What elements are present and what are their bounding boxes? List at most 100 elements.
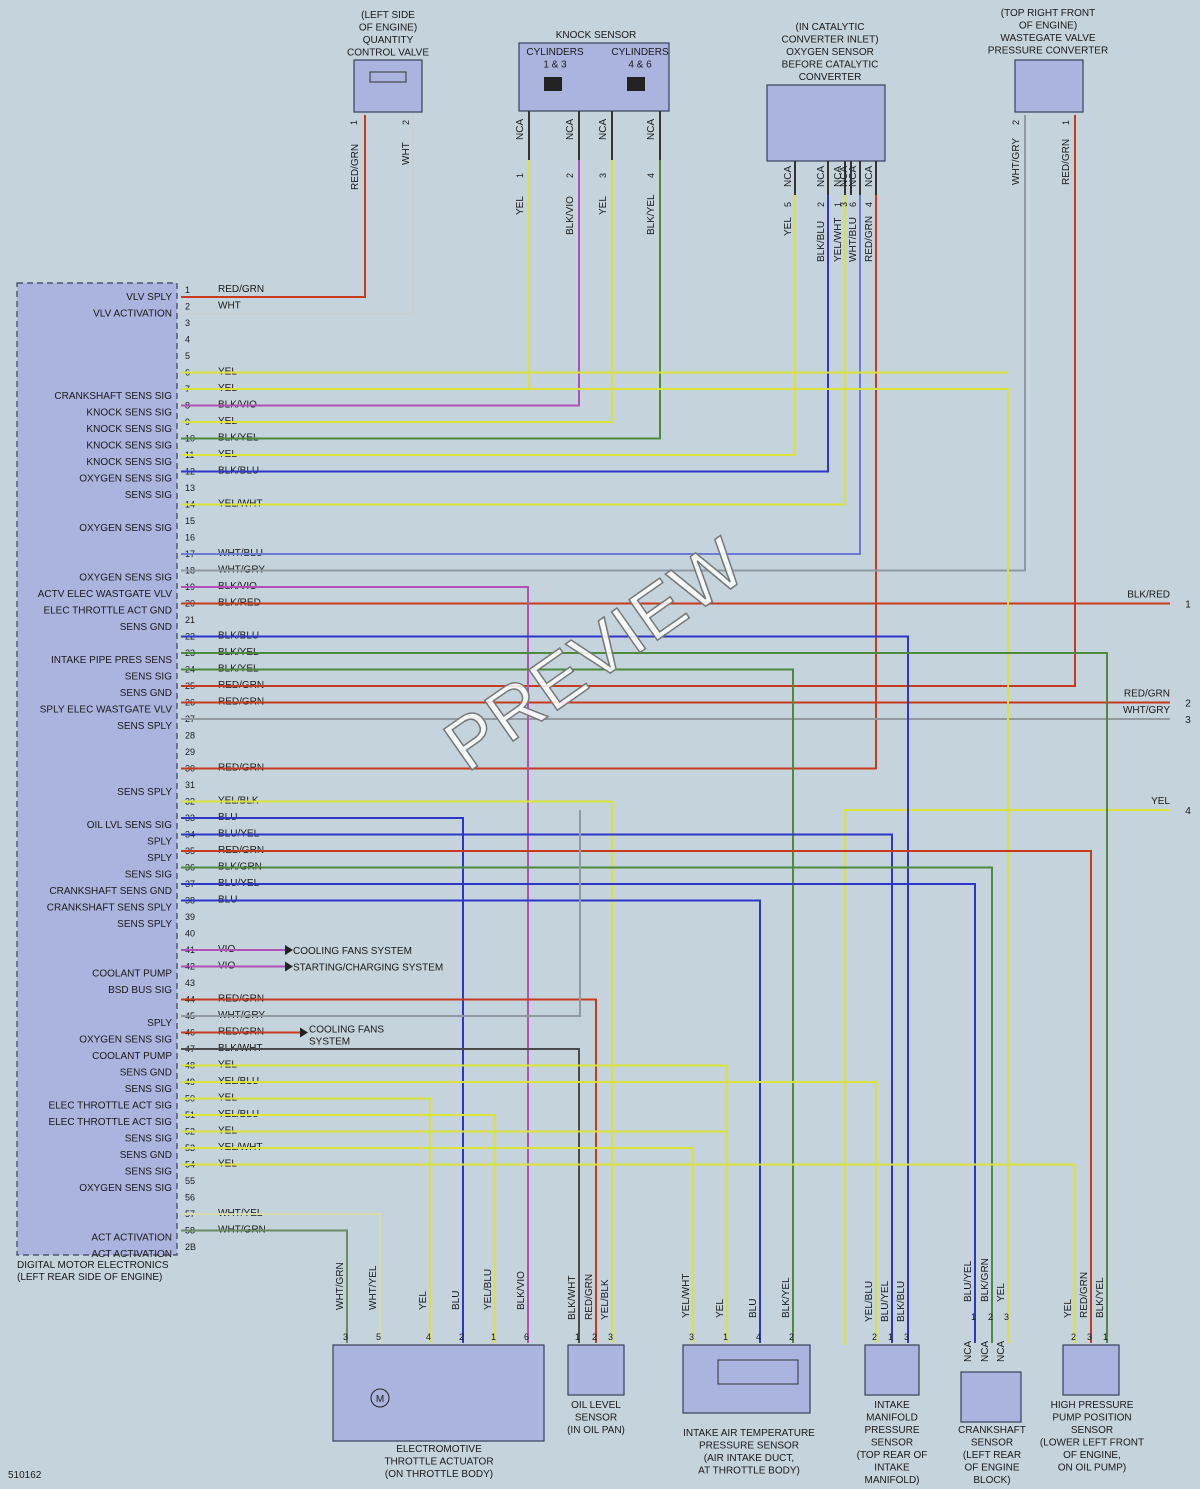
wire-red-grn-1 xyxy=(181,115,366,298)
wire-label: YEL/BLU xyxy=(483,1269,494,1310)
ecu-pin-function: ACT ACTIVATION xyxy=(91,1233,172,1244)
arrow-head-icon xyxy=(285,945,293,955)
ecu-pin-number: 3 xyxy=(185,318,190,328)
wire-label: BLK/YEL xyxy=(646,194,657,235)
knock-sensor-title: KNOCK SENSOR xyxy=(556,30,637,41)
pin-number: 3 xyxy=(1004,1312,1009,1322)
ecu-pin-function: SENS SPLY xyxy=(117,919,172,930)
map-wire xyxy=(181,833,893,1343)
qty-valve-caption: OF ENGINE) xyxy=(359,23,417,34)
ecu-pin-function: OXYGEN SENS SIG xyxy=(79,523,172,534)
wire-label: BLK/YEL xyxy=(1095,1277,1106,1318)
crank-wire xyxy=(181,866,993,1343)
pin-number: 3 xyxy=(689,1332,694,1342)
wire-label: YEL xyxy=(996,1283,1007,1302)
pin-number: 2 xyxy=(1071,1332,1076,1342)
ecu-pin-number: 56 xyxy=(185,1193,195,1203)
map-caption: MANIFOLD) xyxy=(865,1475,920,1486)
ecu-pin-function: VLV ACTIVATION xyxy=(93,309,172,320)
map-caption: INTAKE xyxy=(874,1400,910,1411)
wire-label: RED/GRN xyxy=(1079,1272,1090,1318)
ecu-pin-function: OIL LVL SENS SIG xyxy=(87,820,172,831)
ecu-pin-number: 15 xyxy=(185,516,195,526)
ecu-pin-function: ELEC THROTTLE ACT SIG xyxy=(48,1101,172,1112)
nca-label: NCA xyxy=(980,1341,991,1362)
pin-number: 4 xyxy=(864,202,874,207)
motor-icon xyxy=(370,1388,390,1408)
throttle-wire xyxy=(181,586,529,1343)
arrow-text: COOLING FANS SYSTEM xyxy=(293,946,412,957)
wastegate-caption: PRESSURE CONVERTER xyxy=(988,46,1108,57)
crank-wire xyxy=(181,388,1009,1343)
ecu-pin-function: KNOCK SENS SIG xyxy=(86,441,172,452)
ecu-pin-number: 29 xyxy=(185,747,195,757)
iat-wire xyxy=(181,668,794,1343)
external-ref: 2 xyxy=(1185,699,1191,710)
motor-label: M xyxy=(376,1394,384,1405)
knock-cyl-a: CYLINDERS xyxy=(526,47,584,58)
knock-wire xyxy=(181,160,613,423)
ecu-wire-label: WHT xyxy=(218,301,241,312)
wire-label: BLU xyxy=(748,1299,759,1318)
ecu-pin-function: SENS SIG xyxy=(125,672,172,683)
pin-number: 6 xyxy=(848,202,858,207)
wire-red-grn-25 xyxy=(181,115,1076,687)
wire-wht-2 xyxy=(181,115,414,315)
wire-label: YEL/BLU xyxy=(864,1281,875,1322)
o2-wire xyxy=(181,195,877,770)
pin-number: 1 xyxy=(723,1332,728,1342)
knock-wire xyxy=(181,160,580,407)
ecu-pin-number: 5 xyxy=(185,351,190,361)
ecu-box xyxy=(16,282,178,1256)
ecu-pin-function: OXYGEN SENS SIG xyxy=(79,474,172,485)
hpp-caption: OF ENGINE, xyxy=(1063,1450,1121,1461)
crank-caption: OF ENGINE xyxy=(964,1463,1019,1474)
ecu-pin-function: ACTV ELEC WASTGATE VLV xyxy=(38,589,173,600)
wire-label: YEL xyxy=(715,1299,726,1318)
crank-wire xyxy=(181,883,976,1343)
knock-cyl-b: CYLINDERS xyxy=(611,47,669,58)
ecu-pin-function: SPLY xyxy=(147,853,172,864)
ecu-pin-number: 31 xyxy=(185,780,195,790)
pin-number: 1 xyxy=(1061,120,1071,125)
ecu-pin-function: SENS SIG xyxy=(125,1167,172,1178)
ecu-pin-function: ELEC THROTTLE ACT SIG xyxy=(48,1117,172,1128)
crank-caption: (LEFT REAR xyxy=(963,1450,1021,1461)
wastegate-caption: WASTEGATE VALVE xyxy=(1000,33,1096,44)
wire-label: YEL xyxy=(1063,1299,1074,1318)
wire-label: YEL/WHT xyxy=(833,218,844,262)
o2-caption: CONVERTER INLET) xyxy=(781,35,878,46)
o2-caption: OXYGEN SENSOR xyxy=(786,47,874,58)
o2-caption: BEFORE CATALYTIC xyxy=(782,60,879,71)
map-wire xyxy=(181,1081,877,1343)
wire-label: BLU/YEL xyxy=(963,1260,974,1302)
ecu-pin-number: 40 xyxy=(185,929,195,939)
pin-number: 2 xyxy=(592,1332,597,1342)
knock-cyl-b: 4 & 6 xyxy=(628,60,652,71)
wire-label: RED/GRN xyxy=(1061,139,1072,185)
wire-label: WHT/GRN xyxy=(335,1262,346,1310)
map-caption: INTAKE xyxy=(874,1463,910,1474)
arrow-head-icon xyxy=(285,961,293,972)
oil-level-sensor-box xyxy=(567,1344,625,1396)
nca-label: NCA xyxy=(565,119,576,140)
ecu-pin-function: SENS SIG xyxy=(125,1084,172,1095)
nca-label: NCA xyxy=(963,1341,974,1362)
ecu-pin-function: BSD BUS SIG xyxy=(108,985,172,996)
iat-caption: PRESSURE SENSOR xyxy=(699,1441,799,1452)
ecu-pin-function: ACT ACTIVATION xyxy=(91,1249,172,1260)
throttle-wire xyxy=(181,1229,348,1343)
hpp-caption: SENSOR xyxy=(1071,1425,1113,1436)
ecu-wire-label: RED/GRN xyxy=(218,284,264,295)
iat-caption: AT THROTTLE BODY) xyxy=(698,1466,800,1477)
pin-number: 2 xyxy=(459,1332,464,1342)
pin-number: 5 xyxy=(783,202,793,207)
pin-number: 4 xyxy=(646,173,656,178)
wire-label: BLU xyxy=(451,1291,462,1310)
wire-label: BLK/BLU xyxy=(896,1281,907,1322)
throttle-wire xyxy=(181,1097,431,1343)
oil-caption: OIL LEVEL xyxy=(571,1400,621,1411)
wire-label: WHT xyxy=(401,142,412,165)
crank-caption: CRANKSHAFT xyxy=(958,1425,1026,1436)
